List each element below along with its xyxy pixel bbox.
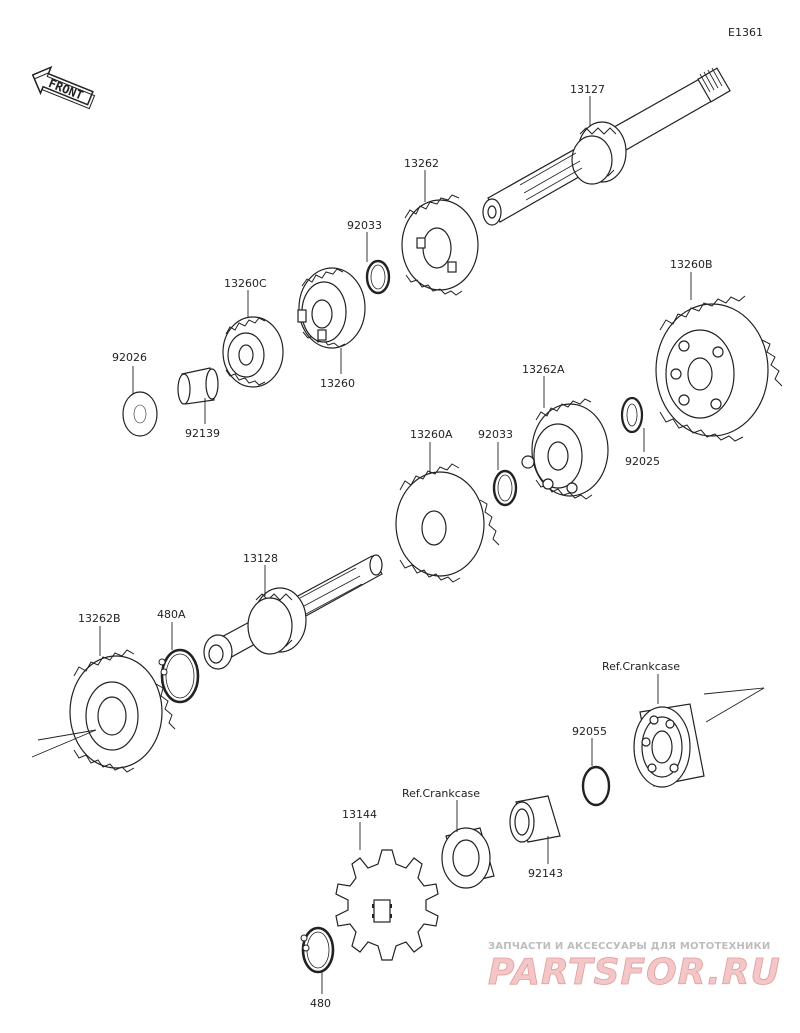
- part-label-13260a: 13260A: [410, 428, 453, 441]
- gear-13262a: [521, 398, 609, 500]
- gear-13260b: [655, 295, 783, 442]
- gear-13127: [571, 121, 627, 185]
- gear-13262: [401, 194, 479, 296]
- part-label-13260c: 13260C: [224, 277, 267, 290]
- part-label-13127: 13127: [570, 83, 605, 96]
- part-label-92033-upper: 92033: [347, 219, 382, 232]
- part-label-480a: 480A: [157, 608, 186, 621]
- watermark-brand: PARTSFOR.RU: [488, 952, 781, 993]
- gear-13262b: [69, 649, 176, 773]
- gear-13260: [297, 267, 366, 349]
- oil-seal-left: [441, 827, 495, 889]
- part-label-92055: 92055: [572, 725, 607, 738]
- part-label-92143: 92143: [528, 867, 563, 880]
- sprocket-13144: [335, 849, 439, 961]
- part-label-ref-crankcase-right: Ref.Crankcase: [602, 660, 680, 673]
- bearing-right: [633, 703, 705, 788]
- output-shaft-13127: [482, 67, 731, 226]
- watermark-tagline: ЗАПЧАСТИ И АКСЕССУАРЫ ДЛЯ МОТОТЕХНИКИ: [488, 941, 771, 952]
- part-label-480: 480: [310, 997, 331, 1010]
- part-label-ref-crankcase-left: Ref.Crankcase: [402, 787, 480, 800]
- circlip-480a: [158, 648, 200, 704]
- gear-13260a: [395, 463, 500, 583]
- gear-13260c: [222, 316, 284, 388]
- part-label-13262b: 13262B: [78, 612, 121, 625]
- part-label-13260: 13260: [320, 377, 355, 390]
- part-label-13262: 13262: [404, 157, 439, 170]
- washer-92025: [620, 396, 644, 434]
- part-label-92139: 92139: [185, 427, 220, 440]
- circlip-92033-lower: [492, 469, 518, 507]
- part-label-13262a: 13262A: [522, 363, 565, 376]
- part-label-13144: 13144: [342, 808, 377, 821]
- part-label-13128: 13128: [243, 552, 278, 565]
- part-label-92026: 92026: [112, 351, 147, 364]
- front-arrow-icon: FRONT: [31, 65, 96, 110]
- part-label-92025: 92025: [625, 455, 660, 468]
- circlip-92033-upper: [365, 259, 391, 295]
- washer-92026: [122, 391, 158, 437]
- part-label-13260b: 13260B: [670, 258, 713, 271]
- bush-92139: [177, 367, 219, 405]
- diagram-code: E1361: [728, 26, 763, 39]
- o-ring-92055: [581, 765, 611, 807]
- part-label-92033-lower: 92033: [478, 428, 513, 441]
- collar-92143: [509, 795, 561, 843]
- circlip-480: [300, 926, 335, 974]
- gear-13128: [247, 587, 307, 655]
- input-shaft-13128: [203, 554, 383, 670]
